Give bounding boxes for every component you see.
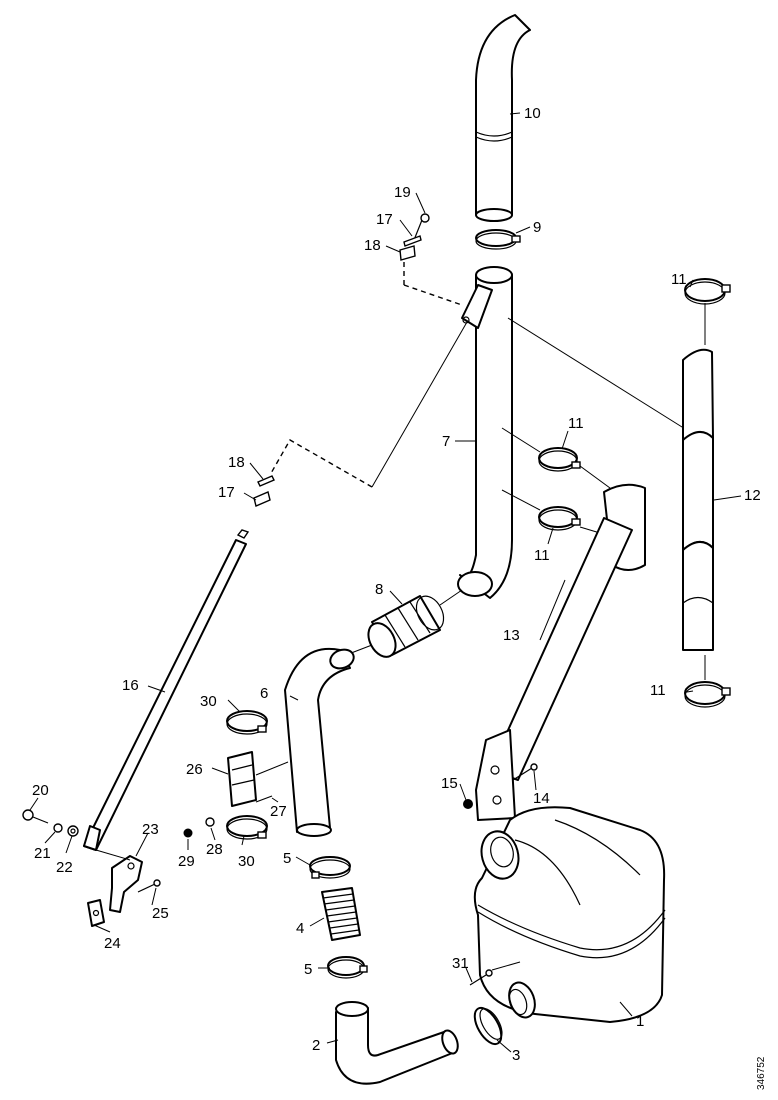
bolt-part-20: [22, 809, 49, 824]
callout-27: 27: [270, 803, 287, 820]
spacer-part-17-mid: [253, 491, 271, 507]
intermediate-pipe-part-6: [284, 647, 355, 837]
bracket-block-part-26: [227, 751, 257, 807]
callout-24: 24: [104, 935, 121, 952]
callout-20: 20: [32, 782, 49, 799]
nut-part-29: [183, 828, 193, 838]
callout-19: 19: [394, 184, 411, 201]
callout-11-top: 11: [671, 271, 687, 288]
callout-28: 28: [206, 841, 223, 858]
bracket-part-23: [109, 855, 143, 913]
callout-13: 13: [503, 627, 520, 644]
washer-part-21: [53, 823, 63, 833]
bellows-part-4: [321, 887, 361, 941]
exhaust-pipe-part-7: [457, 266, 513, 599]
callout-18-mid: 18: [228, 454, 245, 471]
callout-1: 1: [636, 1013, 644, 1030]
callout-16: 16: [122, 677, 139, 694]
callout-18-upper: 18: [364, 237, 381, 254]
clamp-part-30-lower: [226, 815, 268, 840]
upper-bracket-hardware: [399, 213, 463, 306]
callout-8: 8: [375, 581, 383, 598]
support-arm-part-13: [475, 483, 646, 821]
callout-leaders: [29, 112, 742, 1053]
clamp-part-30-upper: [226, 710, 268, 735]
flange-clamp-part-3: [473, 1006, 503, 1046]
bolt-part-27: [255, 795, 273, 803]
clamp-part-5-lower: [327, 956, 368, 979]
callout-4: 4: [296, 920, 304, 937]
clamp-part-11-mid-upper: [538, 447, 581, 472]
callout-labels: 1 2 3 4 5 5 6 7 8 9 10 11 11 11 11 12 13…: [32, 105, 761, 1064]
callout-11-mid-lower: 11: [534, 547, 550, 564]
callout-5-lower: 5: [304, 961, 312, 978]
callout-12: 12: [744, 487, 761, 504]
clamp-part-9: [475, 229, 521, 250]
callout-31: 31: [452, 955, 469, 972]
flex-clamp-part-8: [367, 595, 445, 658]
tail-pipe-part-10: [475, 14, 531, 222]
callout-17-mid: 17: [218, 484, 235, 501]
callout-26: 26: [186, 761, 203, 778]
silencer-part-1: [473, 806, 666, 1023]
bolt-part-25: [137, 879, 161, 893]
lower-pipe-part-2: [335, 1001, 459, 1085]
clamp-part-5-upper: [309, 856, 351, 879]
clamp-part-11-mid-lower: [538, 506, 581, 531]
callout-11-bottom: 11: [650, 682, 666, 699]
callout-15: 15: [441, 775, 458, 792]
bracket-rod-part-16: [83, 529, 250, 851]
bolt-part-14: [512, 763, 538, 781]
callout-30-lower: 30: [238, 853, 255, 870]
nut-part-22: [67, 825, 79, 837]
washer-part-28: [205, 817, 215, 827]
nut-part-15: [463, 799, 473, 809]
callout-21: 21: [34, 845, 51, 862]
callout-17-upper: 17: [376, 211, 393, 228]
callout-14: 14: [533, 790, 550, 807]
callout-10: 10: [524, 105, 541, 122]
washer-part-18-mid: [257, 475, 275, 487]
callout-2: 2: [312, 1037, 320, 1054]
callout-29: 29: [178, 853, 195, 870]
callout-22: 22: [56, 859, 73, 876]
heat-shield-part-12: [682, 303, 714, 680]
plate-part-24: [87, 899, 105, 927]
callout-9: 9: [533, 219, 541, 236]
callout-5-upper: 5: [283, 850, 291, 867]
callout-3: 3: [512, 1047, 520, 1064]
callout-30-upper: 30: [200, 693, 217, 710]
callout-6: 6: [260, 685, 268, 702]
bolt-part-31: [469, 961, 521, 986]
clamp-part-11-bottom: [684, 681, 731, 708]
callout-25: 25: [152, 905, 169, 922]
callout-7: 7: [442, 433, 450, 450]
clamp-part-11-top: [684, 278, 731, 305]
reference-number: 346752: [756, 1056, 767, 1090]
callout-11-mid-upper: 11: [568, 415, 584, 432]
callout-23: 23: [142, 821, 159, 838]
